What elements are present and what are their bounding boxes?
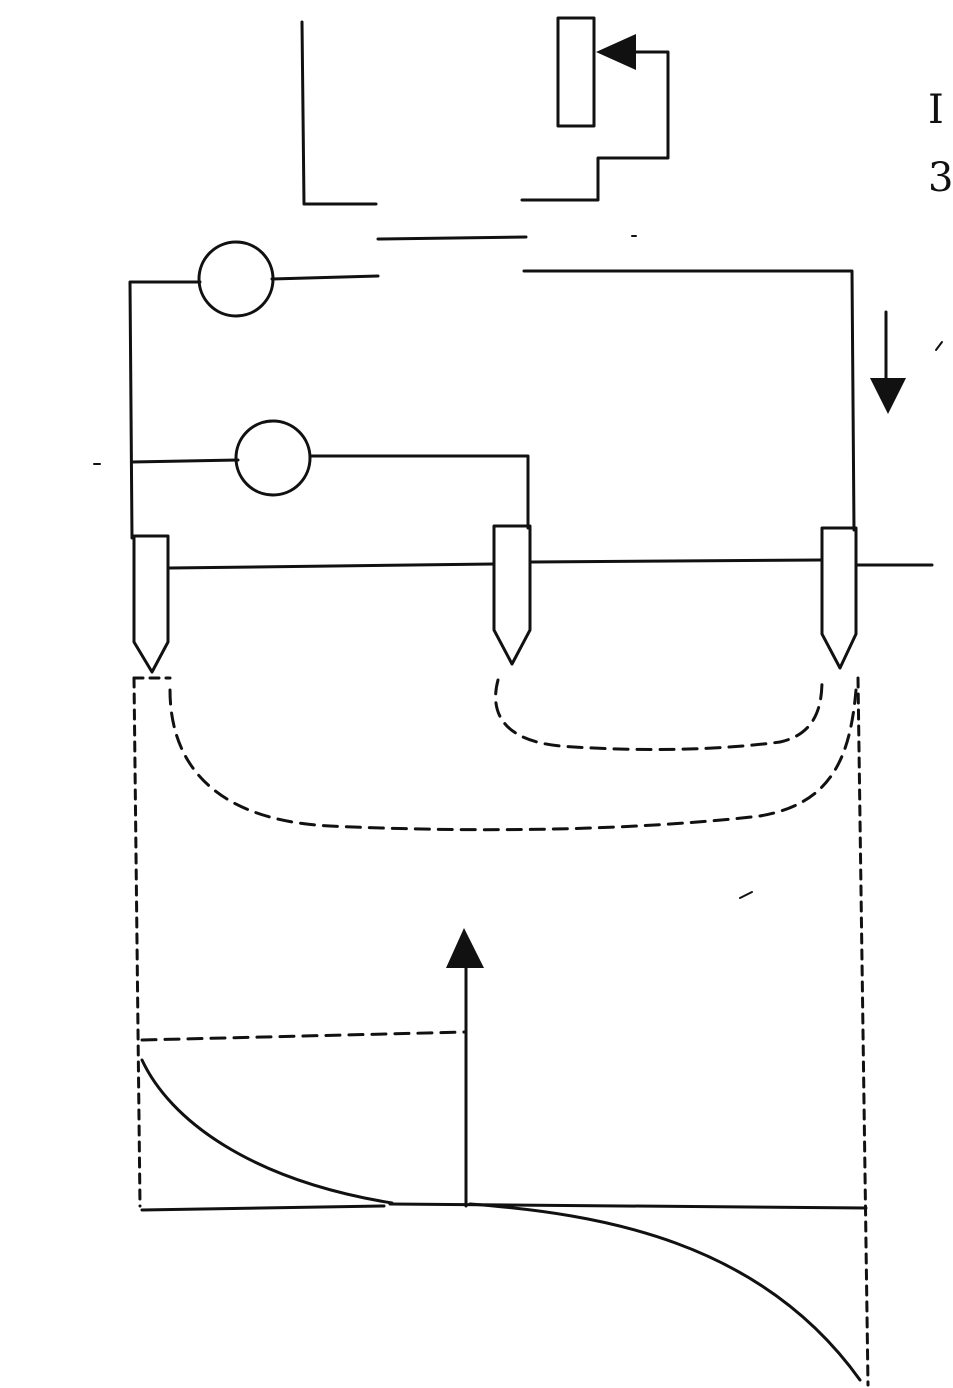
meter-lower-right-wire xyxy=(308,454,530,530)
profile-curve-right xyxy=(468,1202,862,1382)
electrode-left xyxy=(132,534,170,674)
projection-right xyxy=(856,676,870,1387)
right-main-wire xyxy=(522,269,856,532)
left-main-wire xyxy=(128,280,202,540)
meter-upper-right-wire xyxy=(270,274,380,281)
meter-upper xyxy=(197,240,275,318)
left-edge-arrow-icon xyxy=(935,341,943,351)
profile-baseline-mid xyxy=(388,1202,868,1210)
meter-lower-left-wire xyxy=(130,458,240,464)
top-left-lead xyxy=(300,20,378,206)
electrode-middle xyxy=(492,524,532,666)
meter-lower xyxy=(234,419,312,497)
surface-line xyxy=(168,562,496,570)
up-arrow-icon xyxy=(446,928,484,968)
projection-left xyxy=(132,676,142,1208)
resistor-slider-wire xyxy=(520,50,670,202)
profile-curve-left xyxy=(140,1058,394,1205)
surface-line-mid xyxy=(530,558,822,564)
edge-label-second: 3 xyxy=(928,155,953,201)
edge-label-top: I xyxy=(928,87,944,133)
resistor-slider-arrow-icon xyxy=(596,34,636,70)
electrode-right xyxy=(820,526,858,670)
profile-reference-level xyxy=(140,1030,468,1042)
field-curve-outer xyxy=(168,688,858,832)
field-curve-inner xyxy=(494,678,824,751)
profile-baseline xyxy=(140,1204,386,1212)
switch-gap-top-wire xyxy=(376,235,528,241)
variable-resistor xyxy=(556,16,596,128)
stray-mark-right xyxy=(739,891,753,899)
down-arrow-icon xyxy=(870,378,906,414)
